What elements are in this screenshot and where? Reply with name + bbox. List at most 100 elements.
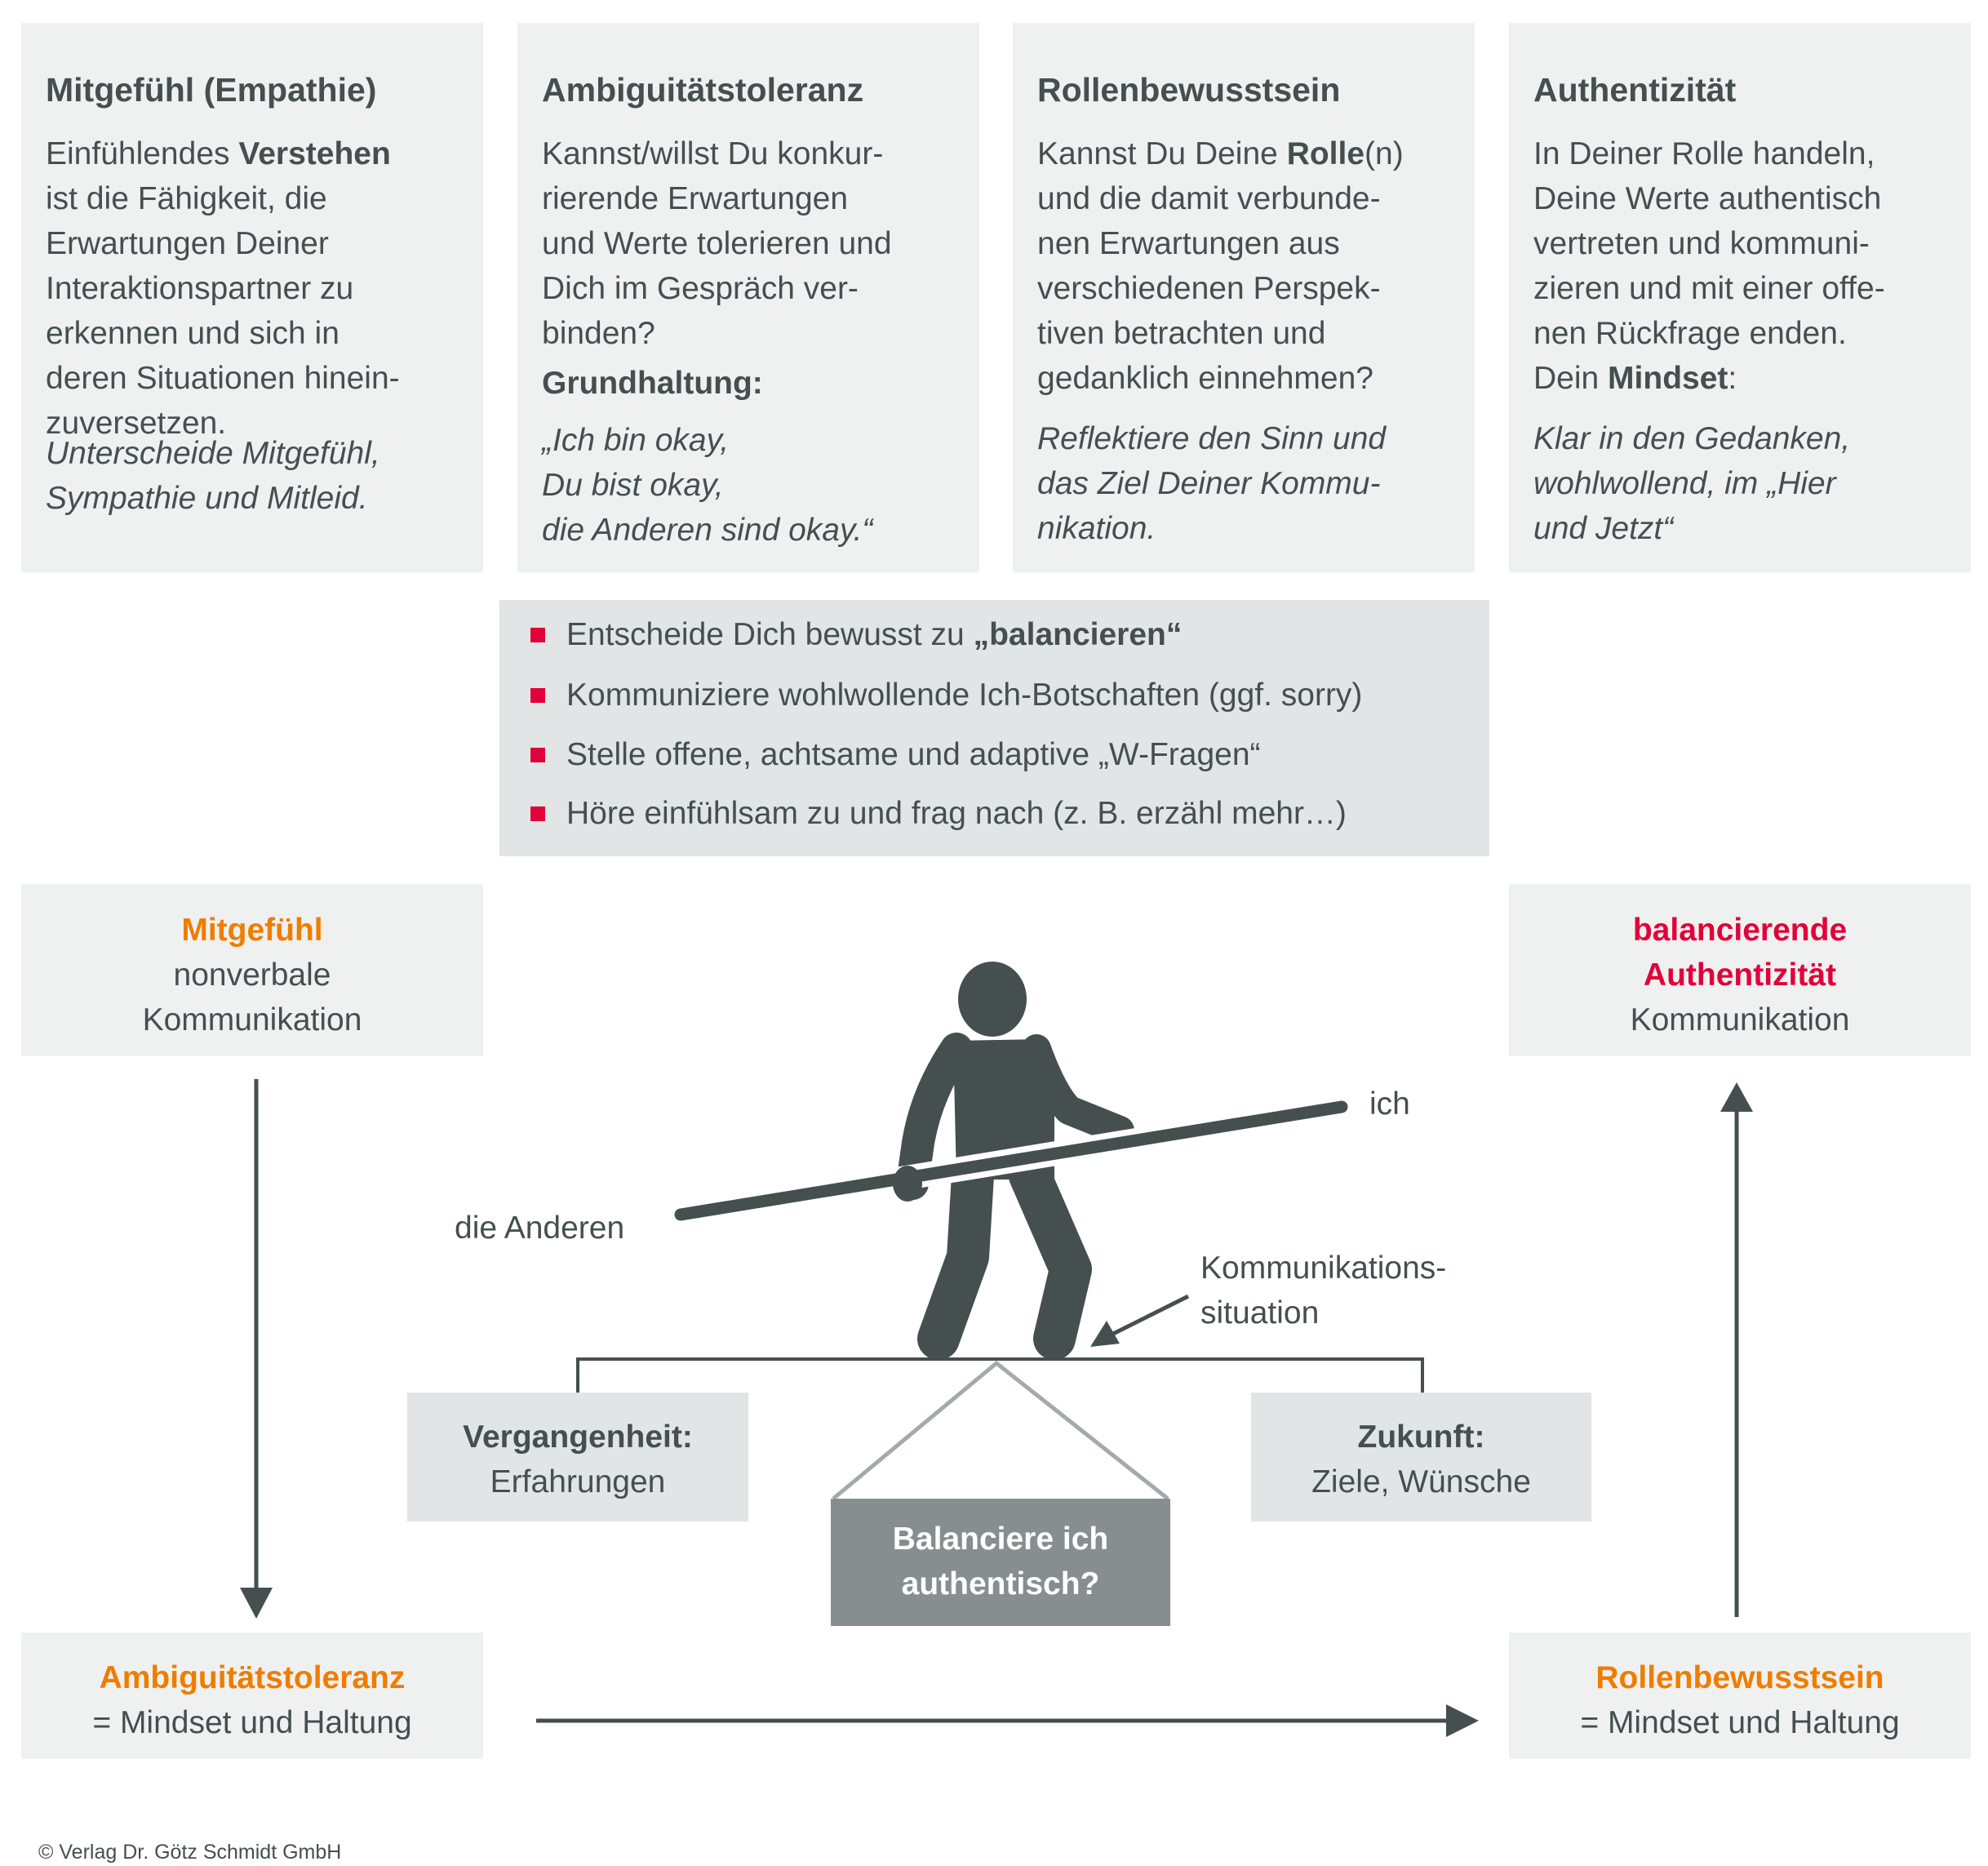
text-line: Dich im Gespräch ver- bbox=[542, 271, 859, 306]
text-line: nen Erwartungen aus bbox=[1037, 226, 1340, 261]
balance-scale-icon bbox=[576, 1357, 1424, 1500]
text-line: nen Rückfrage enden. bbox=[1533, 316, 1847, 351]
text: Höre einfühlsam zu und frag nach (z. B. … bbox=[566, 796, 1347, 831]
box-title: balancierende bbox=[1632, 913, 1848, 948]
card-title: Authentizität bbox=[1533, 71, 1737, 109]
card-text: In Deiner Rolle handeln, Deine Werte aut… bbox=[1533, 131, 1963, 356]
arrow-pointer-icon bbox=[1090, 1294, 1190, 1347]
box-balancierende-authentizitaet: balancierende Authentizität Kommunikatio… bbox=[1509, 884, 1971, 1056]
bullet-square-icon bbox=[530, 748, 545, 762]
text: Stelle offene, achtsame und adaptive „W-… bbox=[566, 737, 1261, 772]
text: : bbox=[1728, 361, 1737, 396]
box-title: Rollenbewusstsein bbox=[1595, 1660, 1884, 1695]
box-title: Zukunft: bbox=[1357, 1419, 1485, 1455]
box-title: Mitgefühl bbox=[181, 913, 323, 948]
text: (n) bbox=[1365, 136, 1404, 171]
text-line: erkennen und sich in bbox=[46, 316, 339, 351]
card-mitgefuehl: Mitgefühl (Empathie) Einfühlendes Verste… bbox=[21, 23, 483, 572]
card-title: Mitgefühl (Empathie) bbox=[46, 71, 377, 109]
italic-line: Unterscheide Mitgefühl, bbox=[46, 436, 380, 471]
text-line: Interaktionspartner zu bbox=[46, 271, 354, 306]
bold-text: Rolle bbox=[1286, 136, 1365, 171]
italic-line: Sympathie und Mitleid. bbox=[46, 481, 368, 516]
card-italic: Reflektiere den Sinn und das Ziel Deiner… bbox=[1037, 416, 1467, 551]
italic-line: „Ich bin okay, bbox=[542, 423, 730, 458]
arrow-up-icon bbox=[1720, 1082, 1753, 1617]
bullet-list: Entscheide Dich bewusst zu „balancieren“… bbox=[499, 600, 1489, 856]
text-line: situation bbox=[1200, 1295, 1320, 1331]
bold-text: Verstehen bbox=[238, 136, 391, 171]
card-text: Kannst Du Deine Rolle(n) und die damit v… bbox=[1037, 131, 1467, 401]
card-subhead: Grundhaltung: bbox=[542, 366, 763, 401]
question-text: authentisch? bbox=[901, 1566, 1100, 1602]
text-line: Erwartungen Deiner bbox=[46, 226, 329, 261]
text-line: deren Situationen hinein- bbox=[46, 361, 400, 396]
bold-text: Mindset bbox=[1608, 361, 1728, 396]
card-authentizitaet: Authentizität In Deiner Rolle handeln, D… bbox=[1509, 23, 1971, 572]
copyright: © Verlag Dr. Götz Schmidt GmbH bbox=[38, 1841, 342, 1864]
text-line: zieren und mit einer offe- bbox=[1533, 271, 1885, 306]
card-italic: Klar in den Gedanken, wohlwollend, im „H… bbox=[1533, 416, 1963, 551]
box-rollenbewusstsein: Rollenbewusstsein = Mindset und Haltung bbox=[1509, 1633, 1971, 1759]
italic-line: nikation. bbox=[1037, 511, 1156, 546]
box-zukunft: Zukunft: Ziele, Wünsche bbox=[1251, 1393, 1591, 1522]
card-italic: Unterscheide Mitgefühl, Sympathie und Mi… bbox=[46, 431, 475, 521]
card-text: Kannst/willst Du konkur- rierende Erwart… bbox=[542, 131, 971, 356]
text-line: ist die Fähigkeit, die bbox=[46, 181, 327, 216]
italic-line: die Anderen sind okay.“ bbox=[542, 513, 873, 548]
arrow-right-icon bbox=[536, 1704, 1479, 1737]
card-subhead: Dein Mindset: bbox=[1533, 356, 1963, 401]
card-rollenbewusstsein: Rollenbewusstsein Kannst Du Deine Rolle(… bbox=[1013, 23, 1475, 572]
arrow-down-icon bbox=[240, 1079, 273, 1619]
text-line: binden? bbox=[542, 316, 655, 351]
label-die-anderen: die Anderen bbox=[455, 1211, 625, 1246]
text-line: tiven betrachten und bbox=[1037, 316, 1326, 351]
text-line: zuversetzen. bbox=[46, 406, 227, 441]
text-line: verschiedenen Perspek- bbox=[1037, 271, 1381, 306]
card-italic: „Ich bin okay, Du bist okay, die Anderen… bbox=[542, 418, 971, 553]
card-title: Ambiguitätstoleranz bbox=[542, 71, 864, 109]
text-line: In Deiner Rolle handeln, bbox=[1533, 136, 1875, 171]
box-title: Ambiguitätstoleranz bbox=[99, 1660, 406, 1695]
text-line: rierende Erwartungen bbox=[542, 181, 849, 216]
text-line: Deine Werte authentisch bbox=[1533, 181, 1882, 216]
text-line: Kannst/willst Du konkur- bbox=[542, 136, 884, 171]
box-text: = Mindset und Haltung bbox=[1580, 1705, 1900, 1740]
box-mitgefuehl-nonverbal: Mitgefühl nonverbale Kommunikation bbox=[21, 884, 483, 1056]
label-kommunikationssituation: Kommunikations- situation bbox=[1200, 1246, 1446, 1335]
label-ich: ich bbox=[1369, 1086, 1410, 1122]
box-ambiguitaetstoleranz: Ambiguitätstoleranz = Mindset und Haltun… bbox=[21, 1633, 483, 1759]
text-line: und die damit verbunde- bbox=[1037, 181, 1381, 216]
box-text: Kommunikation bbox=[1630, 1002, 1850, 1037]
italic-line: Reflektiere den Sinn und bbox=[1037, 421, 1387, 456]
box-text: Erfahrungen bbox=[490, 1464, 666, 1499]
bullet-square-icon bbox=[530, 688, 545, 703]
text-line: und Werte tolerieren und bbox=[542, 226, 892, 261]
card-title: Rollenbewusstsein bbox=[1037, 71, 1341, 109]
bullet-item: Kommuniziere wohlwollende Ich-Botschafte… bbox=[530, 665, 1362, 725]
text: Dein bbox=[1533, 361, 1609, 396]
box-text: Kommunikation bbox=[142, 1002, 362, 1037]
italic-line: Klar in den Gedanken, bbox=[1533, 421, 1851, 456]
bold-text: „balancieren“ bbox=[973, 617, 1183, 652]
italic-line: und Jetzt“ bbox=[1533, 511, 1674, 546]
box-text: = Mindset und Haltung bbox=[92, 1705, 412, 1740]
bullet-item: Entscheide Dich bewusst zu „balancieren“ bbox=[530, 605, 1182, 664]
italic-line: das Ziel Deiner Kommu- bbox=[1037, 466, 1381, 501]
text: Einfühlendes bbox=[46, 136, 239, 171]
italic-line: wohlwollend, im „Hier bbox=[1533, 466, 1836, 501]
bullet-square-icon bbox=[530, 628, 545, 642]
box-text: nonverbale bbox=[173, 957, 331, 993]
box-vergangenheit: Vergangenheit: Erfahrungen bbox=[407, 1393, 748, 1522]
text: Entscheide Dich bewusst zu bbox=[566, 617, 974, 652]
text: Kommuniziere wohlwollende Ich-Botschafte… bbox=[566, 678, 1363, 713]
card-ambiguitaet: Ambiguitätstoleranz Kannst/willst Du kon… bbox=[517, 23, 979, 572]
bullet-item: Stelle offene, achtsame und adaptive „W-… bbox=[530, 725, 1261, 784]
box-title: Vergangenheit: bbox=[463, 1419, 693, 1455]
tightrope-walker-icon bbox=[668, 962, 1354, 1360]
text-line: Kommunikations- bbox=[1200, 1251, 1447, 1286]
bullet-item: Höre einfühlsam zu und frag nach (z. B. … bbox=[530, 784, 1347, 843]
bullet-square-icon bbox=[530, 806, 545, 821]
text: Kannst Du Deine bbox=[1037, 136, 1287, 171]
